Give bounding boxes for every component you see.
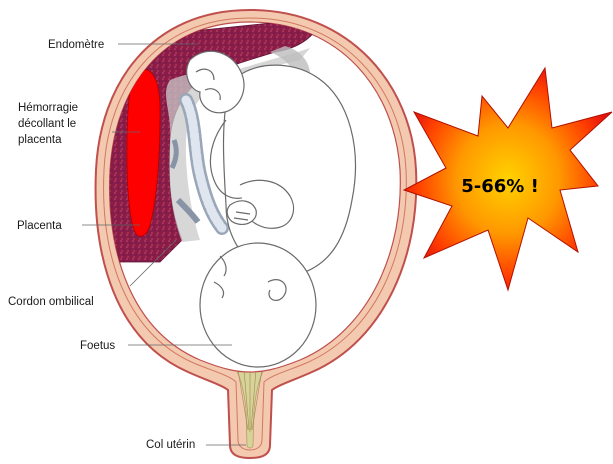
badge-percentage: 5-66% ! xyxy=(430,176,570,197)
label-cordon-ombilical: Cordon ombilical xyxy=(8,294,94,310)
label-col-uterin: Col utérin xyxy=(146,437,195,453)
label-foetus: Foetus xyxy=(80,338,115,354)
label-hemorragie: Hémorragie décollant le placenta xyxy=(18,100,78,148)
label-endometre: Endomètre xyxy=(48,37,104,53)
label-placenta: Placenta xyxy=(17,218,62,234)
